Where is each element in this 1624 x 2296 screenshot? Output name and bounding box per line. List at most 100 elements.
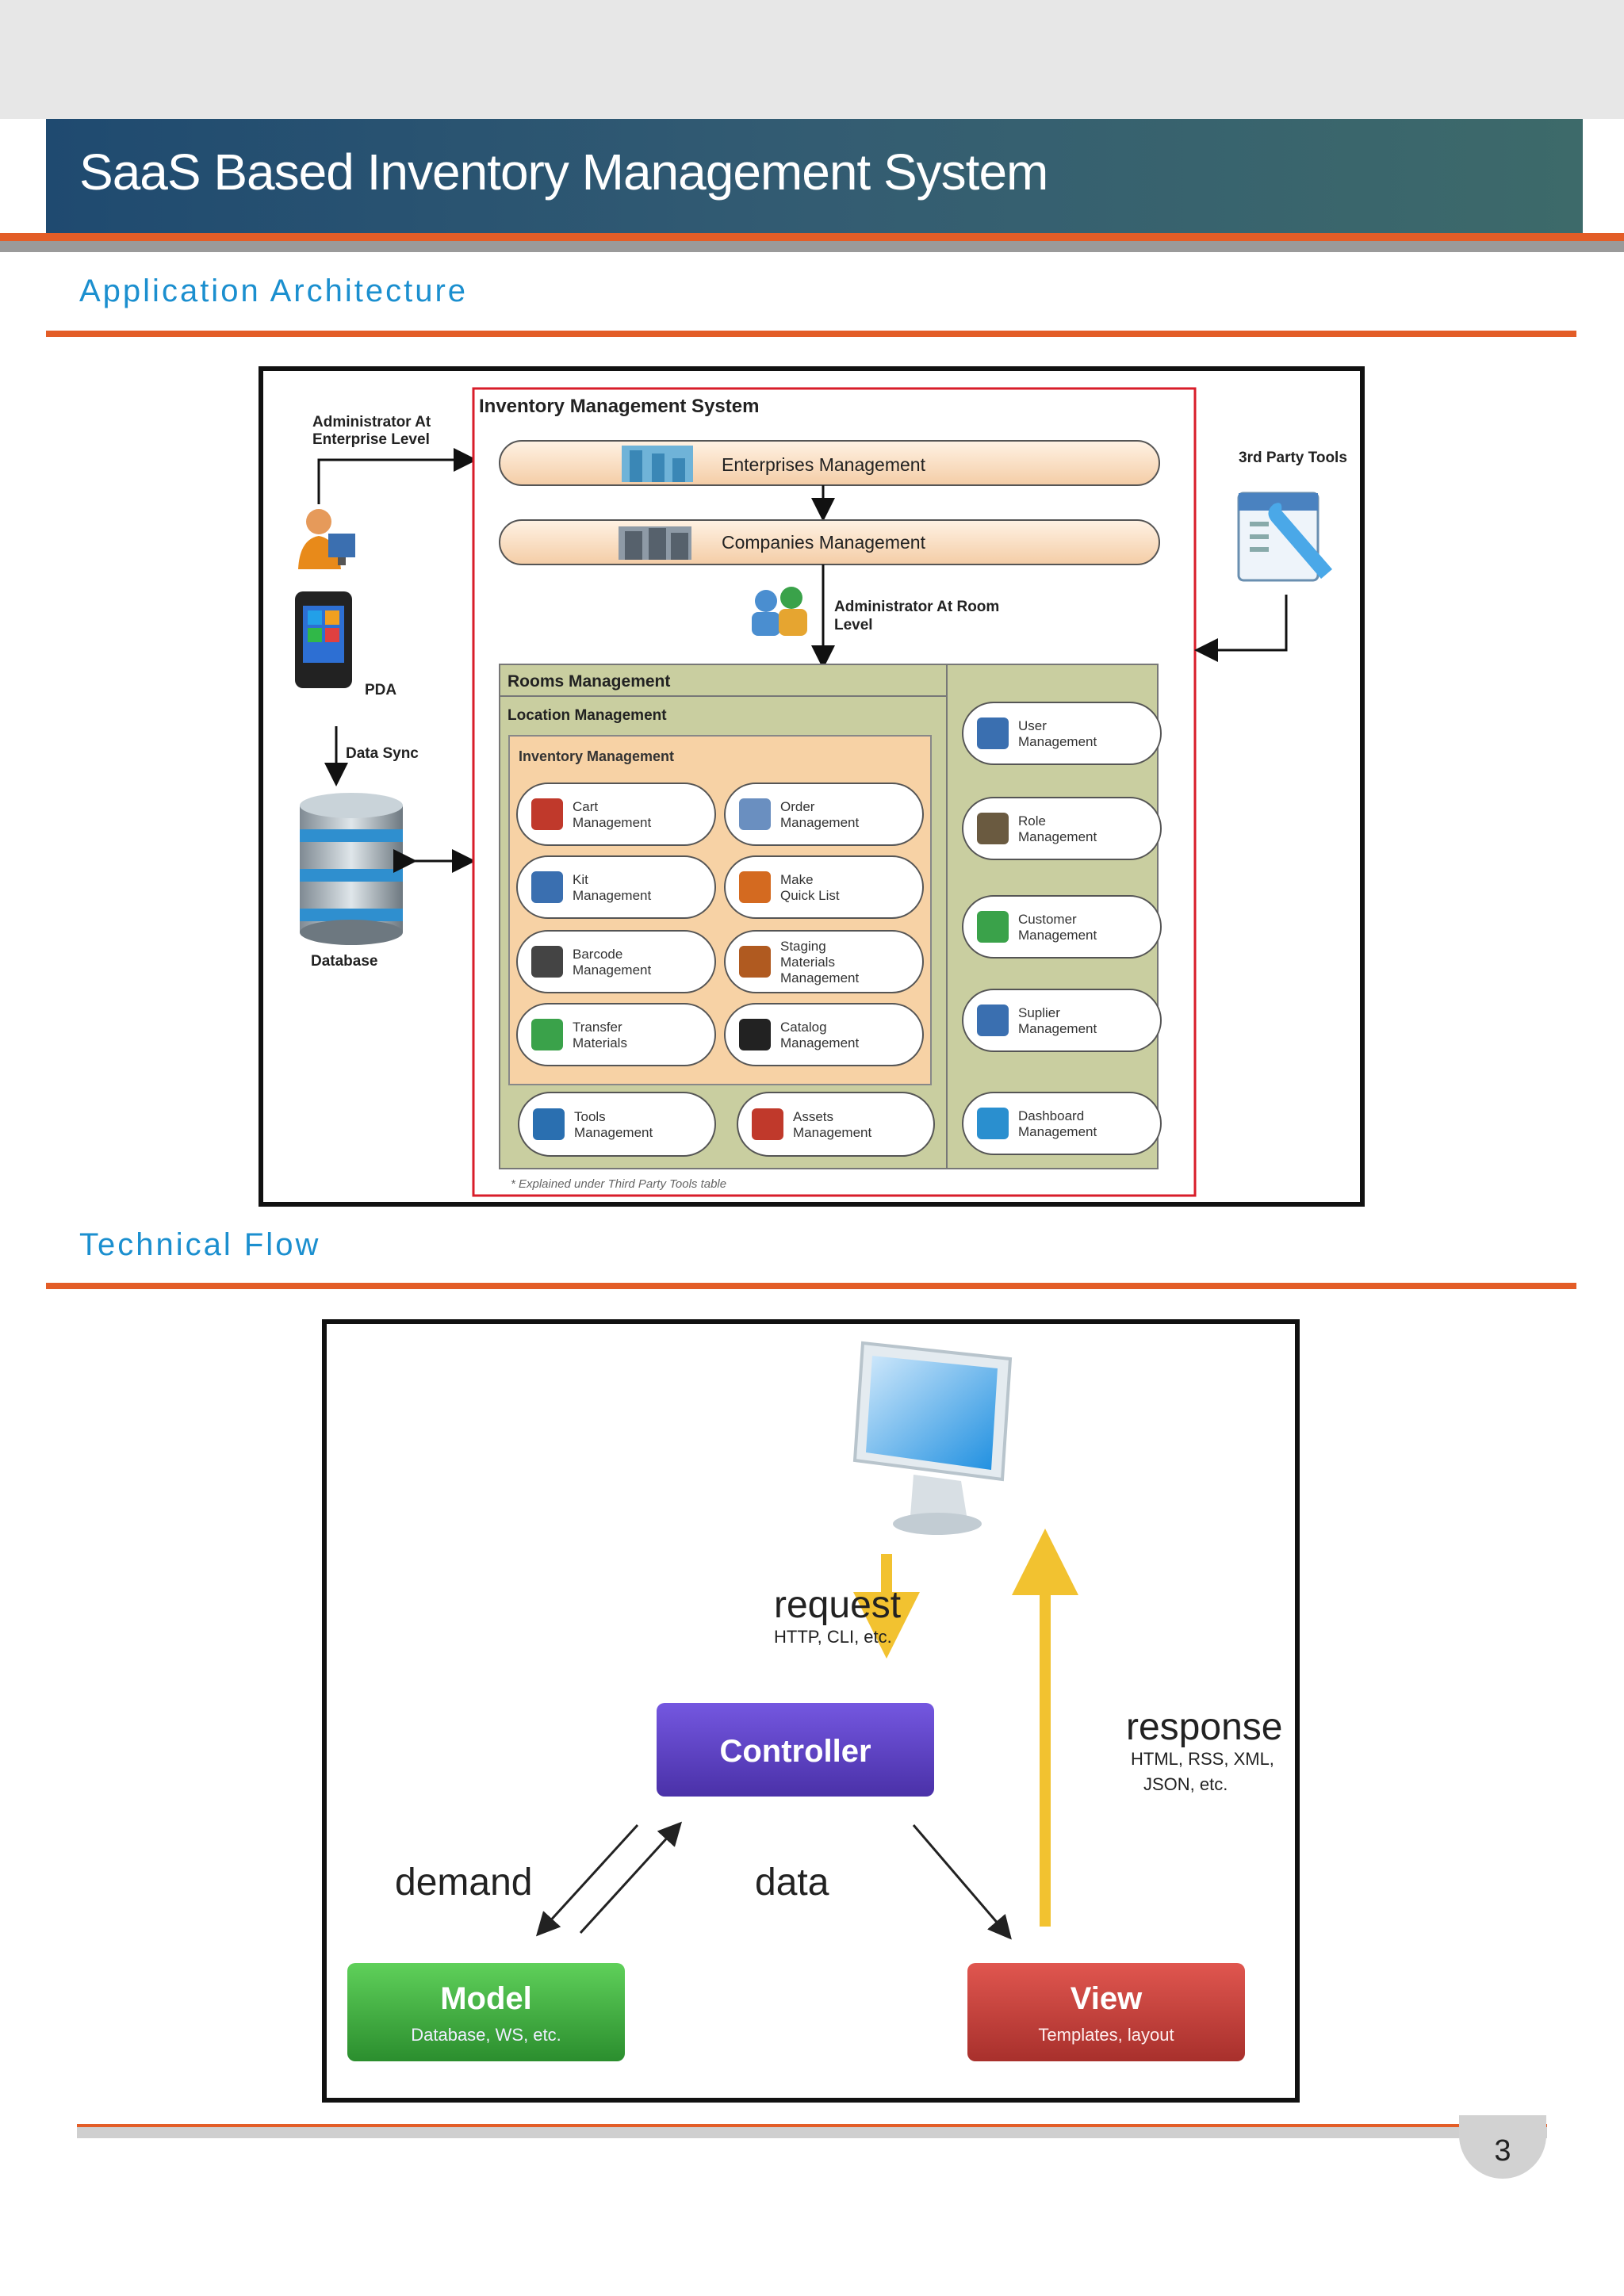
demand-label: demand bbox=[395, 1862, 532, 1904]
system-title: Inventory Management System bbox=[479, 396, 759, 417]
inventory-label: Inventory Management bbox=[519, 748, 674, 764]
section-rule-flow bbox=[46, 1283, 1576, 1289]
response-subtitle-1: HTML, RSS, XML, bbox=[1131, 1749, 1274, 1769]
response-label: response bbox=[1126, 1706, 1282, 1748]
location-label: Location Management bbox=[508, 707, 667, 724]
module-9-icon bbox=[533, 1108, 565, 1140]
side-module-5-label-1: Dashboard bbox=[1018, 1108, 1084, 1123]
enterprises-label: Enterprises Management bbox=[722, 454, 926, 475]
module-2-label-1: Order bbox=[780, 799, 815, 814]
response-subtitle-2: JSON, etc. bbox=[1143, 1774, 1228, 1794]
module-9-label-2: Management bbox=[574, 1125, 653, 1140]
data-sync-label: Data Sync bbox=[346, 745, 419, 762]
footer-grey-rule bbox=[77, 2127, 1547, 2138]
monitor-icon bbox=[852, 1341, 1013, 1535]
companies-label: Companies Management bbox=[722, 532, 926, 553]
inventory-modules: CartManagementOrderManagementKitManageme… bbox=[516, 783, 935, 1157]
data-arrow bbox=[579, 1821, 683, 1934]
page-title: SaaS Based Inventory Management System bbox=[79, 144, 1048, 201]
admin-enterprise-label-2: Enterprise Level bbox=[312, 431, 430, 448]
pda-label: PDA bbox=[365, 682, 396, 698]
module-5-label-2: Management bbox=[573, 962, 652, 978]
database-label: Database bbox=[311, 953, 378, 970]
side-module-2-label-2: Management bbox=[1018, 829, 1097, 844]
data-label: data bbox=[755, 1862, 829, 1904]
module-2-icon bbox=[739, 798, 771, 830]
module-8-icon bbox=[739, 1019, 771, 1050]
module-6-icon bbox=[739, 946, 771, 978]
model-label: Model bbox=[440, 1981, 532, 2016]
module-7-label-2: Materials bbox=[573, 1035, 627, 1050]
architecture-svg: Administrator At Enterprise Level PDA Da… bbox=[295, 387, 1347, 1197]
footer-orange-rule bbox=[77, 2124, 1547, 2127]
view-label: View bbox=[1071, 1981, 1143, 2016]
admin-arrow bbox=[317, 448, 477, 504]
controller-box bbox=[657, 1703, 934, 1797]
request-subtitle: HTTP, CLI, etc. bbox=[774, 1627, 892, 1647]
side-module-5-icon bbox=[977, 1108, 1009, 1139]
side-module-4-label-2: Management bbox=[1018, 1021, 1097, 1036]
controller-label: Controller bbox=[719, 1734, 871, 1769]
side-module-4-icon bbox=[977, 1004, 1009, 1036]
module-7-icon bbox=[531, 1019, 563, 1050]
third-party-arrow bbox=[1194, 595, 1288, 662]
third-party-label: 3rd Party Tools bbox=[1239, 450, 1347, 466]
top-band bbox=[0, 0, 1624, 119]
module-2-label-2: Management bbox=[780, 815, 860, 830]
admin-room-label-1: Administrator At Room bbox=[834, 599, 999, 615]
side-module-4-label-1: Suplier bbox=[1018, 1005, 1060, 1020]
side-module-3-label-2: Management bbox=[1018, 928, 1097, 943]
module-9-label-1: Tools bbox=[574, 1109, 606, 1124]
module-10-label-2: Management bbox=[793, 1125, 872, 1140]
controller-view-arrow bbox=[912, 1824, 1012, 1940]
page-number: 3 bbox=[1459, 2115, 1546, 2179]
module-7-label-1: Transfer bbox=[573, 1020, 622, 1035]
mvc-flow-diagram: request HTTP, CLI, etc. response HTML, R… bbox=[322, 1319, 1300, 2103]
side-module-2-label-1: Role bbox=[1018, 813, 1046, 828]
side-modules: UserManagementRoleManagementCustomerMana… bbox=[962, 702, 1162, 1155]
module-6-label-3: Management bbox=[780, 970, 860, 985]
request-label: request bbox=[774, 1584, 901, 1626]
header-grey-rule bbox=[0, 241, 1624, 252]
side-module-2-icon bbox=[977, 813, 1009, 844]
side-module-3-label-1: Customer bbox=[1018, 912, 1077, 927]
side-module-1-label-1: User bbox=[1018, 718, 1047, 733]
side-module-3-icon bbox=[977, 911, 1009, 943]
enterprise-building-icon bbox=[622, 446, 693, 482]
admin-enterprise-label-1: Administrator At bbox=[312, 414, 431, 430]
module-8-label-1: Catalog bbox=[780, 1020, 827, 1035]
companies-building-icon bbox=[619, 526, 691, 560]
module-5-icon bbox=[531, 946, 563, 978]
architecture-footnote: * Explained under Third Party Tools tabl… bbox=[511, 1177, 726, 1191]
module-5-label-1: Barcode bbox=[573, 947, 622, 962]
model-box bbox=[347, 1963, 625, 2061]
admin-person-icon bbox=[298, 509, 355, 569]
module-1-label-1: Cart bbox=[573, 799, 598, 814]
section-title-flow: Technical Flow bbox=[79, 1227, 321, 1262]
module-1-icon bbox=[531, 798, 563, 830]
section-title-architecture: Application Architecture bbox=[79, 274, 469, 308]
side-module-5-label-2: Management bbox=[1018, 1124, 1097, 1139]
module-6-label-2: Materials bbox=[780, 955, 835, 970]
demand-arrow bbox=[535, 1823, 639, 1937]
module-4-label-2: Quick List bbox=[780, 888, 840, 903]
side-module-1-label-2: Management bbox=[1018, 734, 1097, 749]
module-1-label-2: Management bbox=[573, 815, 652, 830]
module-10-icon bbox=[752, 1108, 783, 1140]
architecture-diagram: Administrator At Enterprise Level PDA Da… bbox=[259, 366, 1365, 1207]
room-admin-icon bbox=[752, 587, 807, 636]
module-10-label-1: Assets bbox=[793, 1109, 833, 1124]
module-8-label-2: Management bbox=[780, 1035, 860, 1050]
